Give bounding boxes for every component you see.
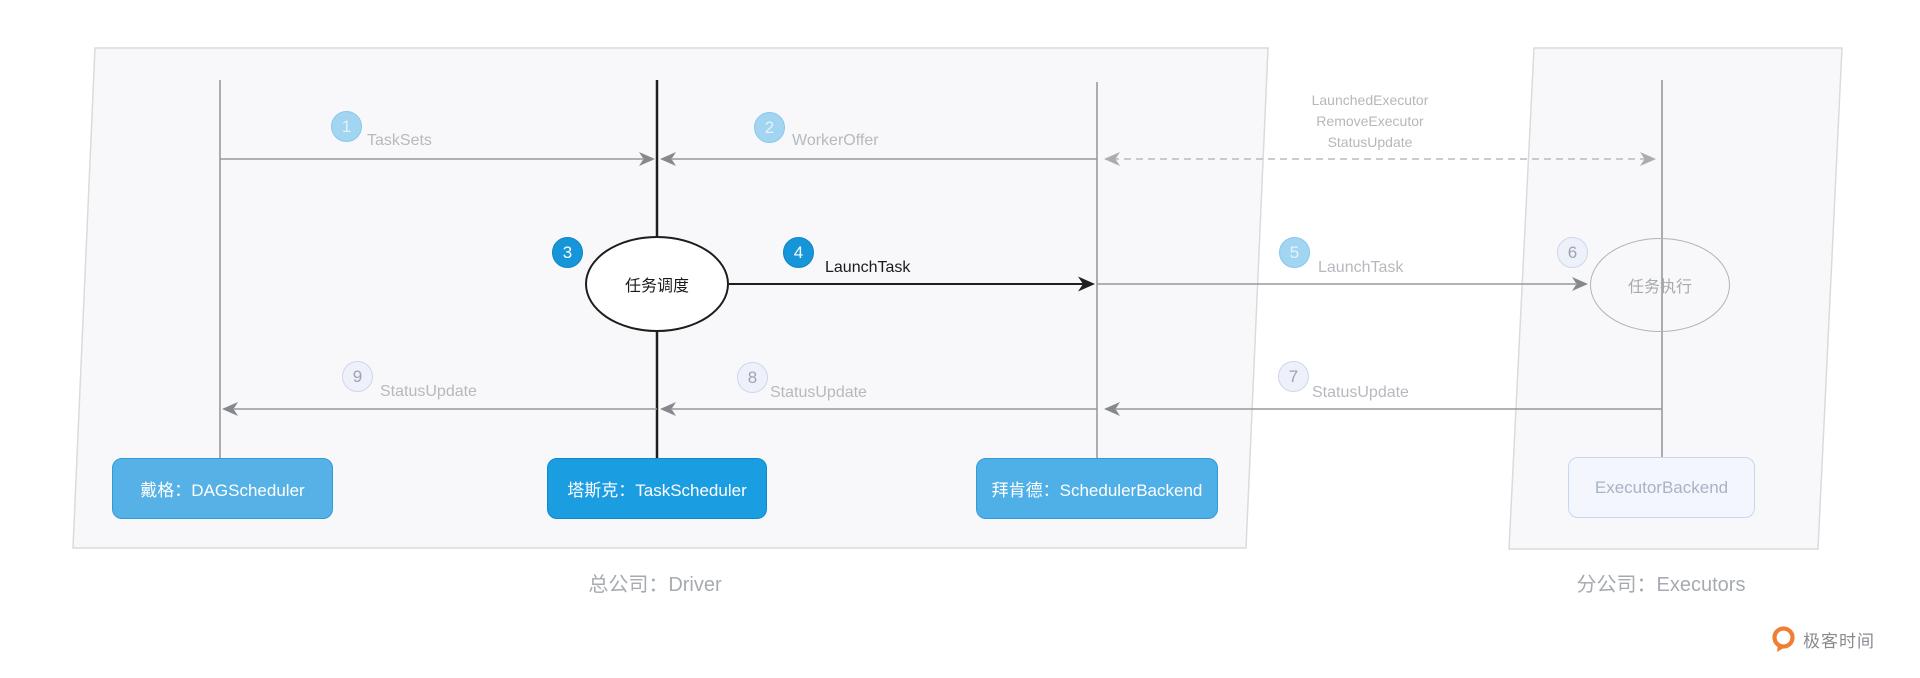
dashed-arrow-note: LaunchedExecutor RemoveExecutor StatusUp… xyxy=(1260,90,1480,153)
arrow-workeroffer xyxy=(660,152,1097,166)
message-label-tasksets: TaskSets xyxy=(367,132,432,149)
caption-executors: 分公司：Executors xyxy=(1576,574,1746,596)
node-executorbackend: ExecutorBackend xyxy=(1568,457,1755,518)
arrow-launchtask-driver xyxy=(729,276,1095,292)
geektime-logo-icon xyxy=(1772,626,1795,652)
node-taskscheduler: 塔斯克：TaskScheduler xyxy=(547,458,767,519)
activity-task-execution: 任务执行 xyxy=(1590,238,1730,332)
geektime-logo-text: 极客时间 xyxy=(1803,632,1875,651)
message-badge-8: 8 xyxy=(737,362,768,393)
message-label-statusupdate-8: StatusUpdate xyxy=(770,384,867,401)
message-label-statusupdate-7: StatusUpdate xyxy=(1312,384,1409,401)
arrow-tasksets xyxy=(220,152,655,166)
message-badge-5: 5 xyxy=(1279,237,1310,268)
message-badge-7: 7 xyxy=(1278,361,1309,392)
node-dagscheduler: 戴格：DAGScheduler xyxy=(112,458,333,519)
caption-driver: 总公司：Driver xyxy=(588,574,722,596)
geektime-logo: 极客时间 xyxy=(1770,625,1875,654)
node-schedulerbackend: 拜肯德：SchedulerBackend xyxy=(976,458,1218,519)
message-badge-3: 3 xyxy=(552,237,583,268)
note-line-statusupdate: StatusUpdate xyxy=(1327,134,1413,150)
message-badge-1: 1 xyxy=(331,111,362,142)
arrow-statusupdate-7 xyxy=(1104,402,1662,416)
message-label-launchtask-4: LaunchTask xyxy=(825,259,911,276)
arrow-statusupdate-8 xyxy=(660,402,1097,416)
message-badge-2: 2 xyxy=(754,112,785,143)
arrow-launchtask-executor xyxy=(1097,277,1588,291)
arrow-statusupdate-9 xyxy=(222,402,657,416)
message-label-launchtask-5: LaunchTask xyxy=(1318,259,1404,276)
message-badge-6: 6 xyxy=(1557,237,1588,268)
message-badge-9: 9 xyxy=(342,361,373,392)
arrow-executor-events-dashed xyxy=(1104,152,1656,166)
note-line-removeexecutor: RemoveExecutor xyxy=(1316,113,1424,129)
message-label-statusupdate-9: StatusUpdate xyxy=(380,383,477,400)
message-label-workeroffer: WorkerOffer xyxy=(792,132,879,149)
activity-task-scheduling: 任务调度 xyxy=(585,236,729,332)
note-line-launchedexecutor: LaunchedExecutor xyxy=(1311,92,1429,108)
message-badge-4: 4 xyxy=(783,237,814,268)
